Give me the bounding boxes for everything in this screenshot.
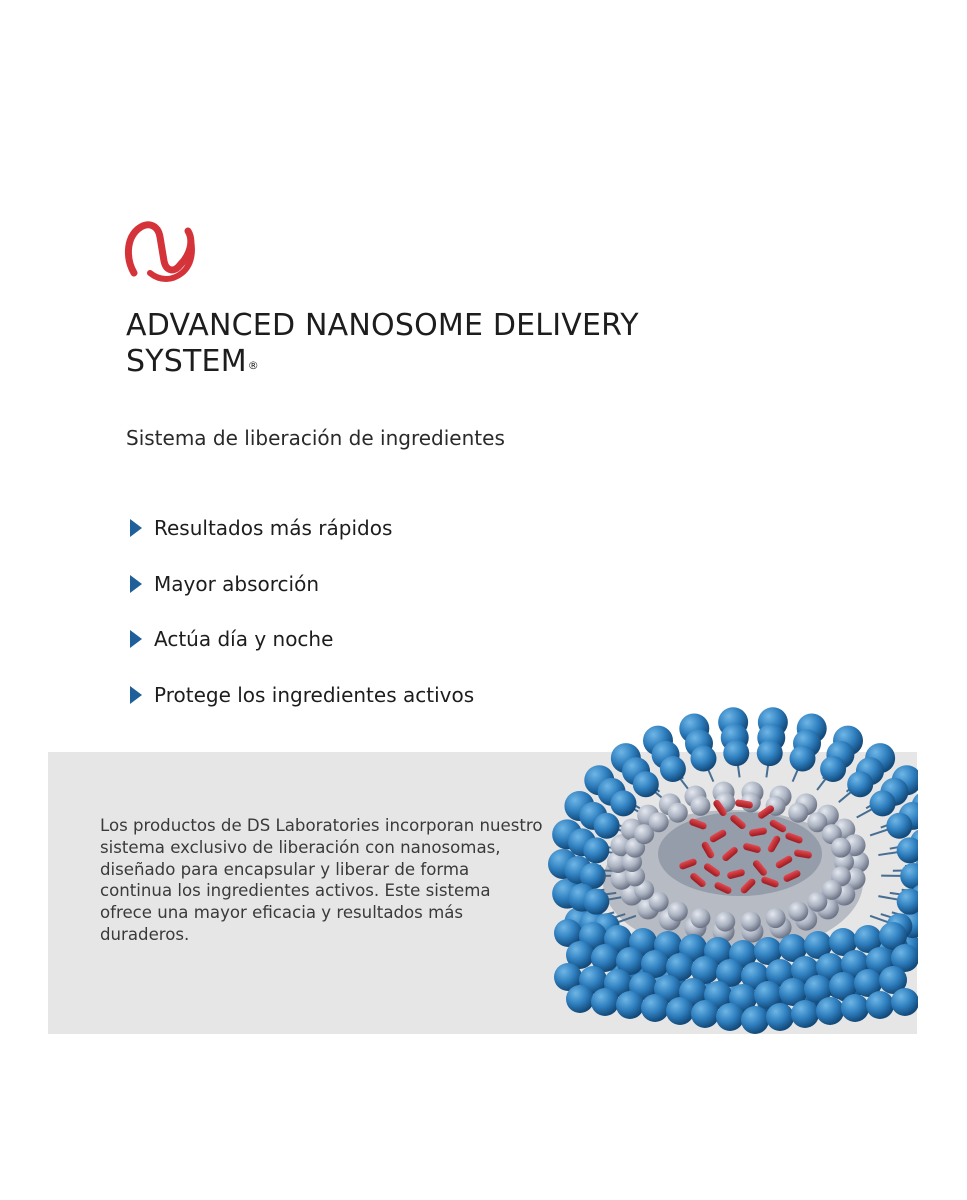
nanosome-illustration bbox=[548, 707, 918, 1034]
feature-item: Protege los ingredientes activos bbox=[128, 680, 474, 710]
feature-item: Actúa día y noche bbox=[128, 624, 474, 654]
outer-lipid-layer-front bbox=[554, 883, 918, 1034]
panel-description: Los productos de DS Laboratories incorpo… bbox=[100, 816, 543, 944]
outer-lipid-layer bbox=[548, 707, 918, 909]
triangle-right-icon bbox=[130, 574, 142, 593]
feature-label: Actúa día y noche bbox=[154, 627, 334, 651]
triangle-right-icon bbox=[130, 630, 142, 648]
feature-label: Protege los ingredientes activos bbox=[154, 682, 475, 707]
n-swirl-logo-icon bbox=[125, 221, 195, 282]
registered-mark: ® bbox=[247, 359, 259, 372]
feature-label: Mayor absorción bbox=[154, 571, 320, 596]
inner-lipid-layer bbox=[607, 781, 869, 943]
title-line-1: ADVANCED NANOSOME DELIVERY bbox=[126, 308, 639, 343]
feature-item: Mayor absorción bbox=[128, 569, 474, 599]
subtitle: Sistema de liberación de ingredientes bbox=[126, 426, 505, 450]
feature-list: Resultados más rápidos Mayor absorción A… bbox=[128, 513, 474, 735]
triangle-right-icon bbox=[130, 519, 142, 537]
title-line-2: SYSTEM bbox=[126, 344, 247, 379]
feature-item: Resultados más rápidos bbox=[128, 513, 474, 543]
active-ingredient-capsules bbox=[679, 799, 812, 894]
page-title: ADVANCED NANOSOME DELIVERY SYSTEM® bbox=[126, 308, 766, 380]
feature-label: Resultados más rápidos bbox=[154, 516, 393, 540]
triangle-right-icon bbox=[130, 685, 142, 704]
